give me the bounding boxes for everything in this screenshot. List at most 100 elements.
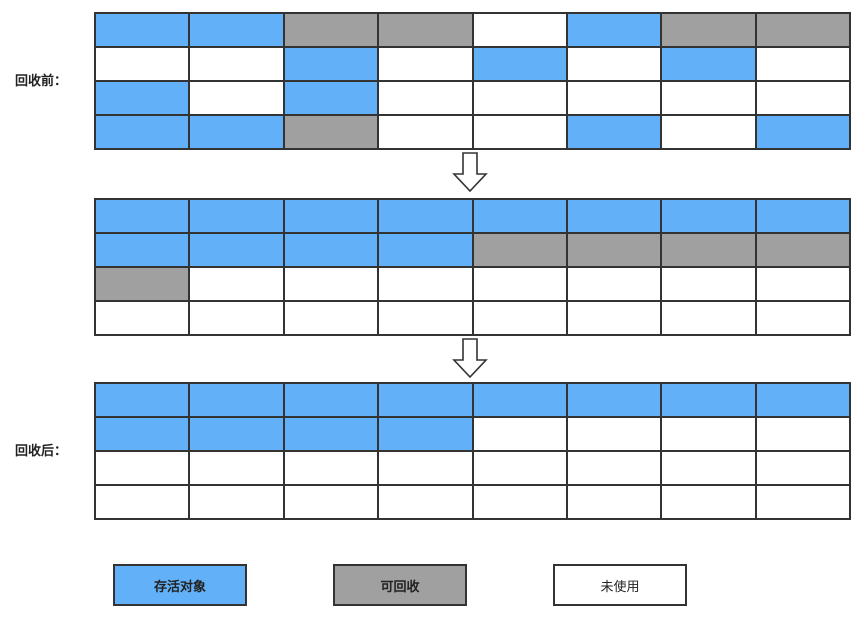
memory-cell-reclaimable — [284, 14, 380, 48]
memory-cell-live — [379, 234, 474, 268]
memory-cell-unused — [190, 452, 285, 486]
memory-cell-live — [567, 384, 663, 418]
legend-live-label: 存活对象 — [153, 579, 206, 595]
memory-cell-live — [96, 200, 191, 234]
memory-cell-live — [662, 384, 757, 418]
memory-cell-live — [190, 384, 285, 418]
memory-cell-unused — [379, 82, 474, 116]
memory-cell-unused — [662, 116, 757, 150]
memory-cell-unused — [284, 486, 380, 520]
memory-cell-live — [379, 200, 474, 234]
memory-cell-unused — [756, 48, 851, 82]
memory-cell-unused — [190, 302, 285, 336]
memory-cell-reclaimable — [662, 234, 757, 268]
memory-cell-unused — [756, 418, 851, 452]
memory-cell-unused — [96, 452, 191, 486]
memory-cell-live — [96, 116, 191, 150]
memory-cell-unused — [96, 486, 191, 520]
memory-cell-unused — [96, 48, 191, 82]
memory-cell-unused — [567, 418, 663, 452]
memory-cell-live — [190, 116, 285, 150]
memory-cell-unused — [662, 452, 757, 486]
memory-cell-unused — [756, 486, 851, 520]
memory-grid-before — [94, 12, 851, 150]
memory-cell-live — [284, 234, 380, 268]
memory-cell-live — [379, 384, 474, 418]
memory-cell-unused — [473, 452, 568, 486]
legend-live: 存活对象 — [113, 564, 247, 606]
memory-cell-unused — [756, 302, 851, 336]
memory-cell-unused — [756, 82, 851, 116]
memory-cell-live — [756, 384, 851, 418]
legend-reclaimable-label: 可回收 — [380, 579, 420, 595]
memory-cell-live — [473, 384, 568, 418]
memory-cell-unused — [379, 268, 474, 302]
memory-cell-unused — [379, 48, 474, 82]
memory-cell-unused — [190, 82, 285, 116]
memory-cell-unused — [190, 48, 285, 82]
label-after: 回收后： — [15, 444, 68, 459]
memory-cell-unused — [284, 452, 380, 486]
memory-cell-unused — [190, 268, 285, 302]
memory-cell-live — [379, 418, 474, 452]
memory-cell-reclaimable — [756, 14, 851, 48]
memory-cell-unused — [473, 116, 568, 150]
memory-cell-unused — [473, 14, 568, 48]
memory-cell-unused — [379, 116, 474, 150]
memory-cell-unused — [662, 302, 757, 336]
memory-cell-live — [284, 200, 380, 234]
memory-cell-unused — [567, 302, 663, 336]
memory-cell-unused — [473, 82, 568, 116]
memory-cell-live — [567, 200, 663, 234]
memory-cell-reclaimable — [567, 234, 663, 268]
memory-cell-reclaimable — [284, 116, 380, 150]
memory-cell-reclaimable — [96, 268, 191, 302]
down-arrow-icon — [452, 152, 488, 192]
memory-cell-unused — [756, 452, 851, 486]
memory-cell-reclaimable — [756, 234, 851, 268]
memory-cell-live — [284, 82, 380, 116]
memory-cell-unused — [756, 268, 851, 302]
memory-cell-live — [756, 200, 851, 234]
memory-cell-reclaimable — [662, 14, 757, 48]
memory-cell-live — [190, 14, 285, 48]
memory-cell-live — [190, 234, 285, 268]
memory-cell-live — [473, 48, 568, 82]
memory-cell-live — [96, 384, 191, 418]
memory-cell-unused — [379, 452, 474, 486]
memory-cell-live — [284, 384, 380, 418]
memory-cell-unused — [473, 302, 568, 336]
memory-cell-unused — [567, 452, 663, 486]
memory-cell-live — [567, 14, 663, 48]
memory-cell-reclaimable — [379, 14, 474, 48]
down-arrow-icon — [452, 338, 488, 378]
memory-cell-unused — [473, 418, 568, 452]
memory-cell-unused — [284, 268, 380, 302]
memory-cell-unused — [662, 486, 757, 520]
memory-cell-unused — [473, 486, 568, 520]
memory-cell-unused — [567, 486, 663, 520]
memory-cell-live — [662, 200, 757, 234]
memory-cell-unused — [567, 268, 663, 302]
memory-cell-unused — [662, 82, 757, 116]
legend-unused-label: 未使用 — [600, 579, 640, 595]
memory-cell-live — [96, 14, 191, 48]
memory-cell-unused — [567, 48, 663, 82]
legend-reclaimable: 可回收 — [333, 564, 467, 606]
label-before: 回收前： — [15, 74, 68, 89]
memory-cell-live — [284, 418, 380, 452]
memory-cell-unused — [662, 418, 757, 452]
memory-cell-live — [96, 82, 191, 116]
memory-cell-unused — [473, 268, 568, 302]
memory-cell-live — [96, 234, 191, 268]
memory-cell-live — [190, 200, 285, 234]
memory-cell-live — [756, 116, 851, 150]
memory-cell-live — [190, 418, 285, 452]
memory-cell-live — [567, 116, 663, 150]
memory-cell-unused — [190, 486, 285, 520]
memory-cell-live — [473, 200, 568, 234]
memory-cell-live — [662, 48, 757, 82]
memory-grid-after — [94, 382, 851, 520]
memory-cell-unused — [567, 82, 663, 116]
memory-cell-unused — [379, 302, 474, 336]
